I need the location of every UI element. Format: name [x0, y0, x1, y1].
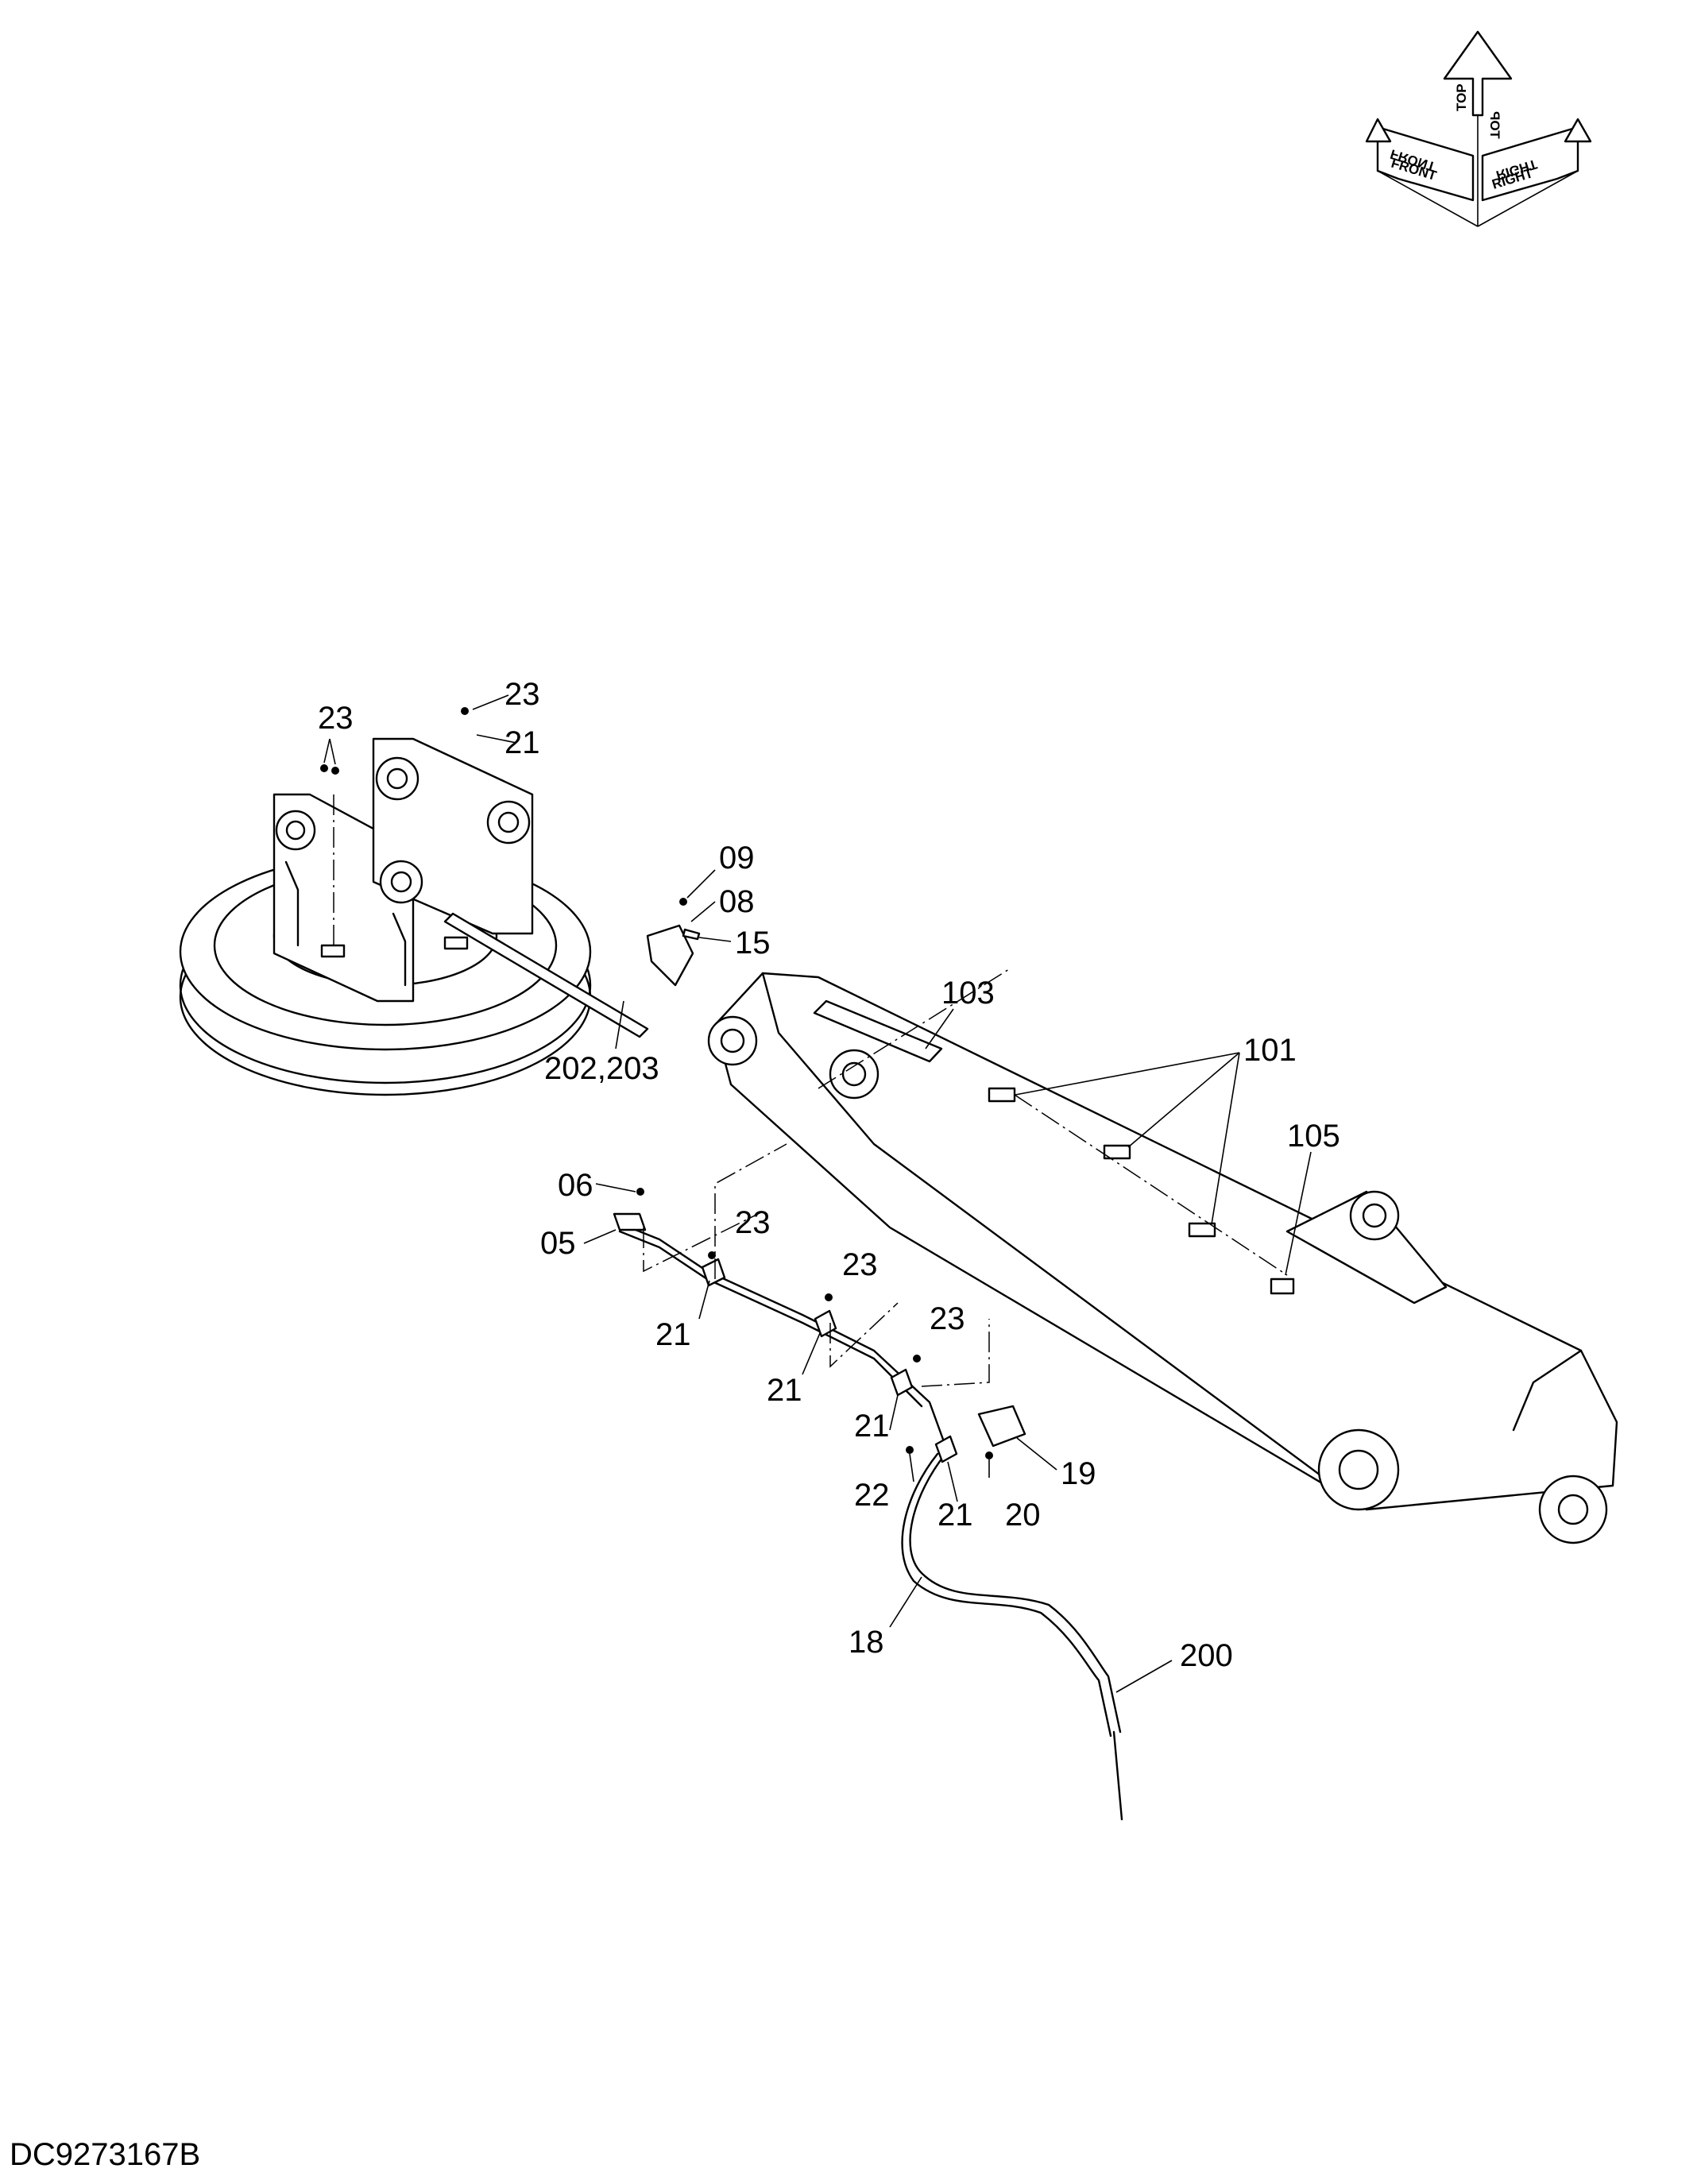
- callout-21-c: 21: [854, 1409, 890, 1444]
- callout-200: 200: [1180, 1638, 1233, 1673]
- callout-21-d: 21: [937, 1498, 973, 1533]
- harness-assembly: [320, 707, 1123, 1821]
- callout-105: 105: [1287, 1119, 1340, 1154]
- callout-leaders: [323, 694, 1312, 1693]
- callout-21-b: 21: [767, 1373, 802, 1408]
- callout-21-turntable: 21: [505, 725, 540, 760]
- callout-09: 09: [719, 841, 755, 876]
- callout-23-turntable-top: 23: [505, 677, 540, 712]
- callout-23-b: 23: [842, 1247, 878, 1282]
- callout-15: 15: [735, 926, 771, 961]
- callout-labels: 23 23 21 09 08 15 103 101 105 202,203 06…: [318, 677, 1340, 1673]
- callout-101: 101: [1243, 1033, 1297, 1068]
- callout-202-203: 202,203: [544, 1051, 659, 1086]
- callout-103: 103: [941, 976, 995, 1011]
- callout-23-c: 23: [930, 1301, 965, 1336]
- callout-18: 18: [849, 1625, 884, 1660]
- badge-top-mirrored-label: TOP: [1487, 111, 1502, 139]
- badge-top-label: TOP: [1454, 83, 1469, 111]
- callout-20: 20: [1005, 1498, 1041, 1533]
- callout-21-a: 21: [655, 1317, 691, 1352]
- orientation-badge: TOP TOP FRONT FRONT RIGHT RIGHT: [1365, 30, 1592, 227]
- callout-06: 06: [558, 1168, 593, 1203]
- boom-assembly: [707, 968, 1618, 1544]
- turntable-assembly: [179, 737, 649, 1096]
- callout-22: 22: [854, 1478, 890, 1513]
- drawing-code: DC9273167B: [10, 2137, 201, 2172]
- callout-19: 19: [1061, 1456, 1096, 1491]
- callout-23-a: 23: [735, 1205, 771, 1240]
- callout-08: 08: [719, 884, 755, 919]
- callout-23-turntable-pair: 23: [318, 701, 354, 736]
- callout-05: 05: [540, 1226, 576, 1261]
